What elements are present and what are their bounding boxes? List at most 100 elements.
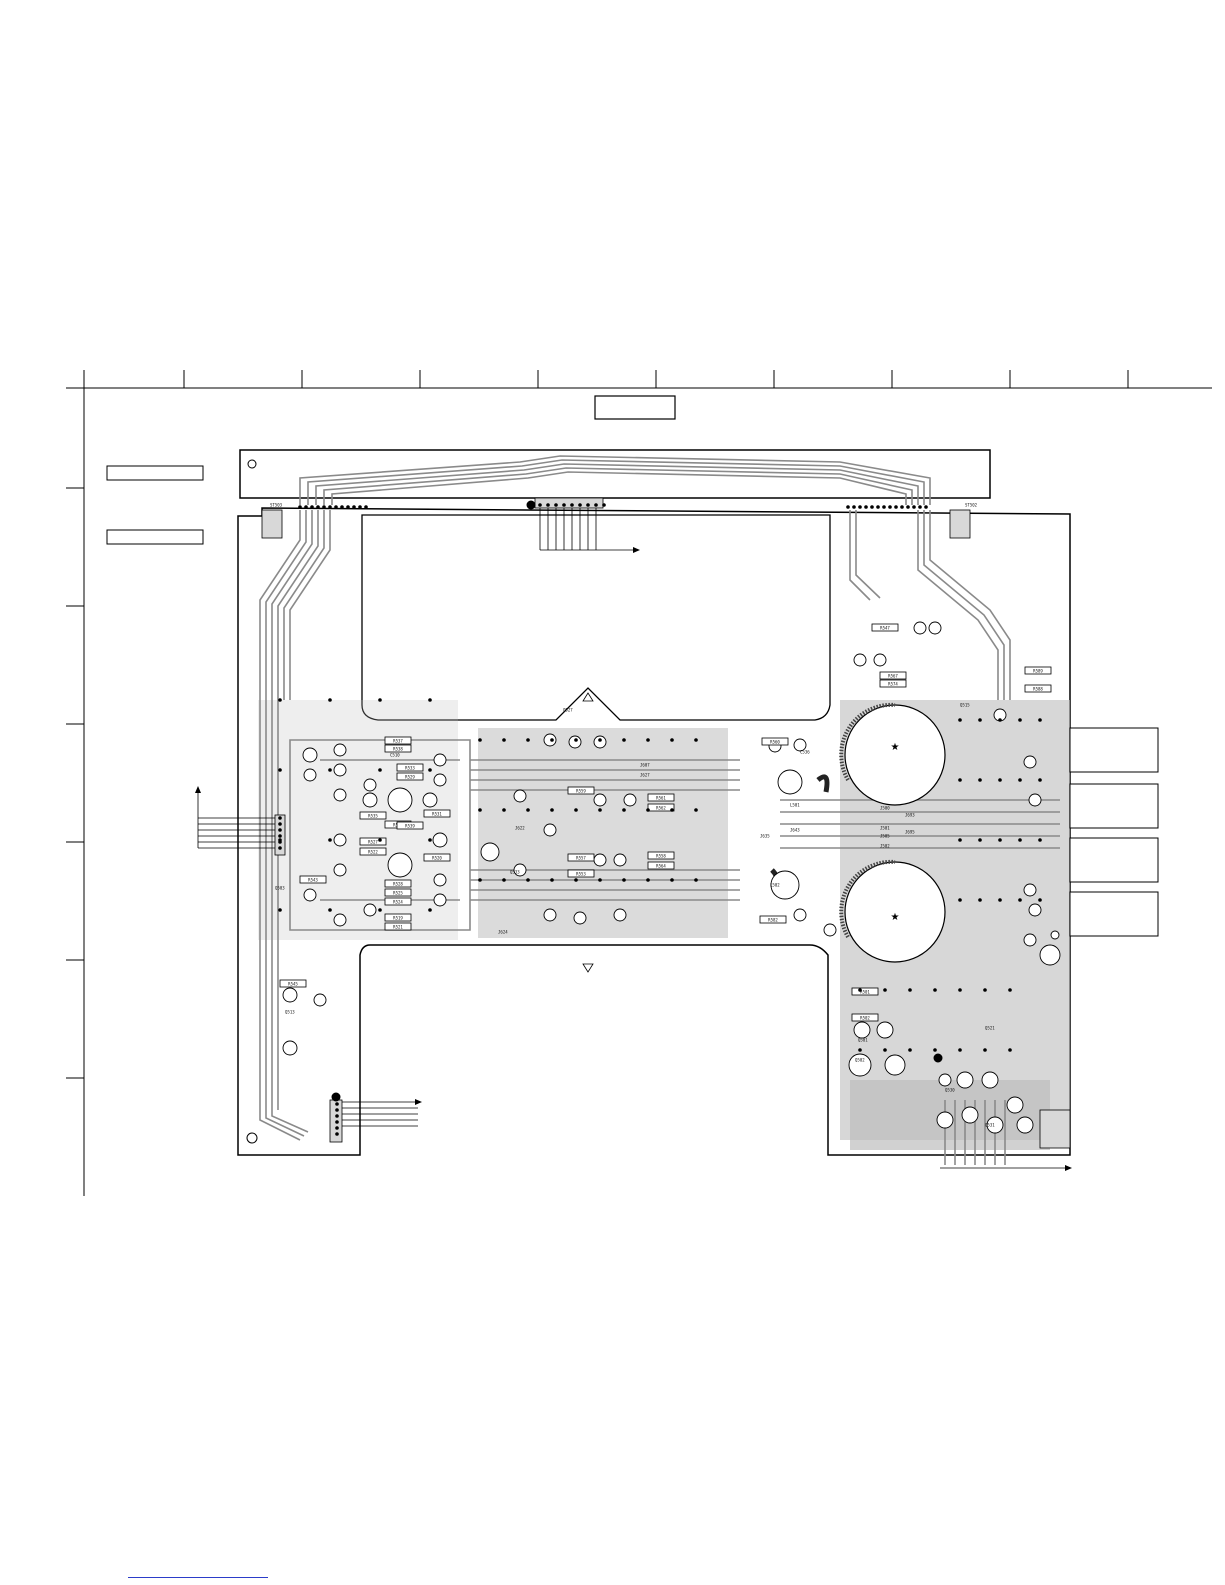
round-component <box>873 653 887 667</box>
component-r589: R589 <box>1024 666 1052 675</box>
component-j607: J607 <box>640 763 650 768</box>
component-ref-label: R547 <box>880 626 890 631</box>
round-component <box>961 1106 979 1124</box>
round-component <box>543 823 557 837</box>
component-ref-label: J505 <box>880 834 890 839</box>
component-q501: Q501 <box>858 1038 868 1043</box>
component-ref-label: R521 <box>393 925 403 930</box>
resistor-body <box>851 987 879 996</box>
trace <box>277 510 319 1110</box>
pad <box>598 878 602 882</box>
component-j505: J505 <box>880 834 890 839</box>
component-r545: R545 <box>279 979 307 988</box>
pad <box>908 1048 912 1052</box>
round-component <box>333 913 347 927</box>
pad <box>622 878 626 882</box>
pad <box>958 988 962 992</box>
pad <box>906 505 910 509</box>
pad <box>335 1120 339 1124</box>
pad <box>278 768 282 772</box>
component-r537: R537 <box>384 736 412 745</box>
pad <box>958 718 962 722</box>
resistor-body <box>423 809 451 818</box>
component-ref-label: L501 <box>790 803 800 808</box>
title-box <box>594 395 676 420</box>
round-component <box>362 792 378 808</box>
star-icon: ★ <box>891 912 900 923</box>
component-r558: R558 <box>647 851 675 860</box>
pad <box>428 838 432 842</box>
round-component <box>936 1111 954 1129</box>
pad <box>1038 898 1042 902</box>
component-r539: R539 <box>396 821 424 830</box>
component-st502: ST502 <box>965 503 978 508</box>
pad <box>598 808 602 812</box>
pad <box>670 878 674 882</box>
component-j624: J624 <box>498 930 508 935</box>
resistor-body <box>759 915 787 924</box>
round-component <box>981 1071 999 1089</box>
round-component <box>313 993 327 1007</box>
round-component <box>433 773 447 787</box>
pad <box>550 808 554 812</box>
connector-top-header <box>534 497 604 509</box>
pad <box>694 738 698 742</box>
component-ref-label: R543 <box>308 878 318 883</box>
component-ref-label: R559 <box>576 789 586 794</box>
round-component <box>793 738 807 752</box>
resistor-body <box>384 922 412 931</box>
mounting-hole <box>246 1132 258 1144</box>
round-component <box>853 653 867 667</box>
pad <box>1018 718 1022 722</box>
round-component <box>593 735 607 749</box>
pad <box>912 505 916 509</box>
pad <box>346 505 350 509</box>
pad <box>478 738 482 742</box>
round-component <box>1028 903 1042 917</box>
pad <box>478 878 482 882</box>
trace <box>929 510 1011 700</box>
component-ref-label: L502 <box>770 883 780 888</box>
pad <box>546 503 550 507</box>
connector-st503 <box>261 509 283 539</box>
pad <box>335 1126 339 1130</box>
resistor-body <box>384 879 412 888</box>
resistor-body <box>761 737 789 746</box>
component-ref-label: J607 <box>640 763 650 768</box>
component-c536: C536 <box>800 750 810 755</box>
arrow-right-icon <box>1065 1165 1072 1171</box>
resistor-body <box>359 811 387 820</box>
resistor-body <box>647 861 675 870</box>
polarity-stripe <box>839 702 896 782</box>
pad <box>978 718 982 722</box>
component-q521: Q521 <box>985 1026 995 1031</box>
pad <box>278 838 282 842</box>
component-q503: Q503 <box>275 886 285 891</box>
round-component <box>1050 930 1060 940</box>
pad <box>998 718 1002 722</box>
round-component <box>823 923 837 937</box>
trace <box>283 510 325 700</box>
component-ref-label: R524 <box>393 900 403 905</box>
round-component <box>876 1021 894 1039</box>
pad <box>328 505 332 509</box>
component-ref-label: Q513 <box>285 1010 295 1015</box>
component-r560: R560 <box>761 737 789 746</box>
component-ref-label: C536 <box>800 750 810 755</box>
pad <box>335 1108 339 1112</box>
pad <box>502 878 506 882</box>
pad <box>998 838 1002 842</box>
component-ref-label: J622 <box>515 826 525 831</box>
footer-link-underline[interactable] <box>128 1577 268 1579</box>
wire-leads <box>197 508 1068 1169</box>
pad <box>526 808 530 812</box>
connector-right-jack <box>1039 1109 1071 1149</box>
component-r557: R557 <box>567 853 595 862</box>
component-ref-label: R531 <box>432 812 442 817</box>
component-r528: R528 <box>384 879 412 888</box>
pad <box>602 503 606 507</box>
pad <box>378 908 382 912</box>
component-ref-label: R537 <box>393 739 403 744</box>
component-j695: J695 <box>905 830 915 835</box>
trace <box>259 510 301 1141</box>
